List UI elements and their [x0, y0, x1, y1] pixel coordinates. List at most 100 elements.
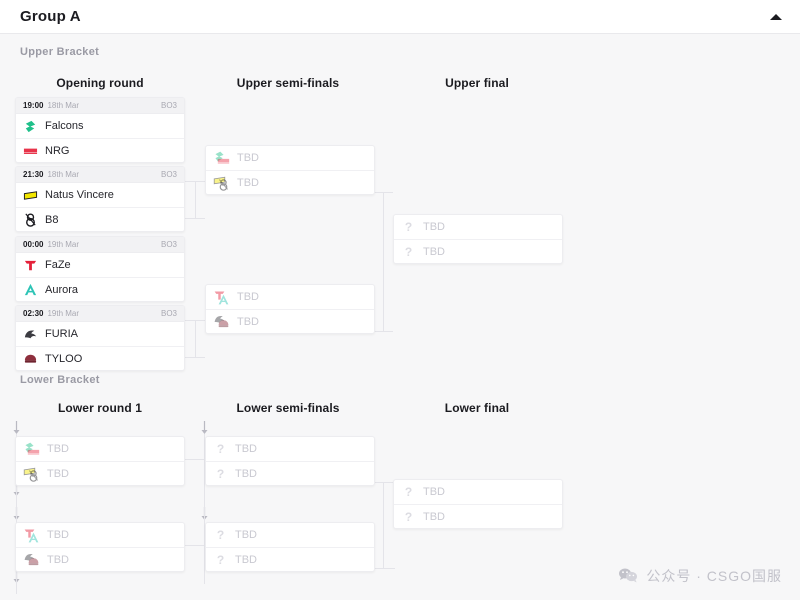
connector: [195, 181, 196, 218]
team-name: TYLOO: [45, 352, 83, 365]
connector: [185, 357, 205, 358]
question-mark-icon: ?: [404, 485, 413, 499]
team-row[interactable]: TBD: [206, 309, 374, 333]
match-card[interactable]: TBD TBD: [15, 522, 185, 572]
stacked-furia-tyloo-logo: [23, 551, 40, 568]
team-name: TBD: [237, 152, 259, 164]
connector: [185, 218, 205, 219]
match-meta: 19:00 18th Mar BO3: [16, 98, 184, 114]
team-row[interactable]: NRG: [16, 138, 184, 162]
team-row[interactable]: TBD: [16, 461, 184, 485]
team-name: TBD: [47, 467, 69, 480]
group-header: Group A: [0, 0, 800, 34]
team-row[interactable]: TBD: [206, 285, 374, 309]
match-format: BO3: [160, 309, 177, 318]
team-name: TBD: [423, 486, 445, 498]
match-format: BO3: [160, 170, 177, 179]
connector: [383, 192, 384, 331]
furia-logo: [23, 327, 38, 342]
stacked-navi-b8-logo: [23, 465, 40, 482]
match-format: BO3: [160, 240, 177, 249]
team-name: Falcons: [45, 120, 84, 132]
team-row[interactable]: ? TBD: [206, 547, 374, 571]
team-row[interactable]: Falcons: [16, 114, 184, 138]
match-card[interactable]: TBD TBD: [15, 436, 185, 486]
wechat-icon: [618, 567, 638, 586]
match-date: 18th Mar: [47, 101, 80, 110]
team-row[interactable]: ? TBD: [394, 215, 562, 239]
team-row[interactable]: ? TBD: [206, 461, 374, 485]
team-name: TBD: [237, 291, 259, 303]
match-card[interactable]: ? TBD ? TBD: [205, 522, 375, 572]
team-row[interactable]: FaZe: [16, 253, 184, 277]
team-row[interactable]: FURIA: [16, 322, 184, 346]
column-header-lower-final: Lower final: [444, 401, 510, 415]
match-card[interactable]: ? TBD ? TBD: [205, 436, 375, 486]
question-mark-icon: ?: [404, 220, 413, 234]
team-name: FURIA: [45, 328, 78, 340]
question-mark-icon: ?: [404, 509, 413, 524]
connector: [185, 459, 207, 460]
drop-down-arrow-icon: [12, 420, 21, 436]
chevron-up-icon: [770, 14, 782, 20]
team-row[interactable]: TBD: [206, 170, 374, 194]
team-row[interactable]: TBD: [16, 523, 184, 547]
team-row[interactable]: Aurora: [16, 277, 184, 301]
match-time: 00:00: [23, 240, 44, 249]
match-time: 02:30: [23, 309, 44, 318]
team-row[interactable]: ? TBD: [206, 523, 374, 547]
stacked-faze-aurora-logo: [23, 527, 40, 544]
question-mark-icon: ?: [216, 552, 225, 567]
collapse-group-button[interactable]: [766, 8, 786, 26]
team-row[interactable]: ? TBD: [394, 480, 562, 504]
team-row[interactable]: TBD: [206, 146, 374, 170]
team-name: TBD: [47, 553, 69, 566]
match-meta: 21:30 18th Mar BO3: [16, 167, 184, 183]
question-mark-icon: ?: [216, 442, 225, 456]
connector: [204, 434, 205, 584]
match-card[interactable]: 00:00 19th Mar BO3 FaZe Aurora: [15, 236, 185, 302]
team-row[interactable]: ? TBD: [394, 504, 562, 528]
connector: [373, 331, 393, 332]
match-meta: 02:30 19th Mar BO3: [16, 306, 184, 322]
team-name: B8: [45, 213, 59, 226]
question-mark-icon: ?: [404, 244, 413, 259]
falcons-logo: [23, 119, 38, 134]
match-card[interactable]: TBD TBD: [205, 284, 375, 334]
connector: [373, 568, 395, 569]
match-card[interactable]: 19:00 18th Mar BO3 Falcons NRG: [15, 97, 185, 163]
team-name: TBD: [235, 529, 257, 541]
navi-logo: [23, 188, 38, 203]
team-name: TBD: [235, 443, 257, 455]
team-row[interactable]: TYLOO: [16, 346, 184, 370]
match-date: 19th Mar: [47, 309, 80, 318]
nrg-logo: [23, 143, 38, 158]
team-row[interactable]: ? TBD: [394, 239, 562, 263]
team-row[interactable]: TBD: [16, 547, 184, 571]
team-name: TBD: [237, 315, 259, 328]
bracket-area: Upper Bracket Opening round Upper semi-f…: [0, 34, 800, 600]
page-title: Group A: [20, 8, 81, 25]
match-card[interactable]: ? TBD ? TBD: [393, 214, 563, 264]
match-card[interactable]: TBD TBD: [205, 145, 375, 195]
watermark-text: 公众号 · CSGO国服: [646, 568, 782, 584]
team-row[interactable]: Natus Vincere: [16, 183, 184, 207]
match-meta: 00:00 19th Mar BO3: [16, 237, 184, 253]
connector: [195, 320, 196, 357]
team-row[interactable]: TBD: [16, 437, 184, 461]
stacked-falcons-nrg-logo: [23, 441, 40, 458]
drop-down-arrow-icon: [200, 420, 209, 436]
match-card[interactable]: 21:30 18th Mar BO3 Natus Vincere B8: [15, 166, 185, 232]
team-name: TBD: [235, 467, 257, 480]
match-card[interactable]: 02:30 19th Mar BO3 FURIA TYLOO: [15, 305, 185, 371]
column-header-opening-round: Opening round: [56, 76, 144, 90]
team-row[interactable]: B8: [16, 207, 184, 231]
match-card[interactable]: ? TBD ? TBD: [393, 479, 563, 529]
column-header-lower-round-1: Lower round 1: [58, 401, 142, 415]
team-name: FaZe: [45, 259, 71, 271]
team-row[interactable]: ? TBD: [206, 437, 374, 461]
stacked-falcons-nrg-logo: [213, 150, 230, 167]
faze-logo: [23, 258, 38, 273]
match-time: 19:00: [23, 101, 44, 110]
